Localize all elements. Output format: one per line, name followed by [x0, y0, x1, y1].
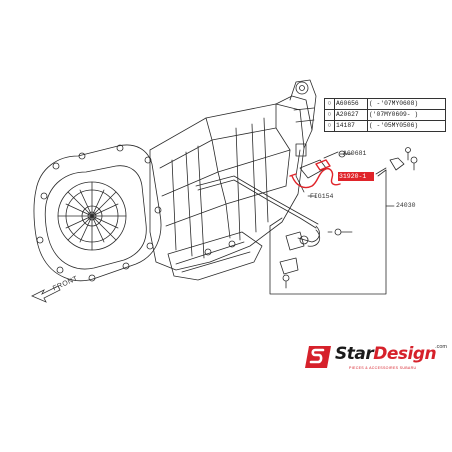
logo-tagline: PIECES & ACCESSOIRES SUBARU: [349, 366, 417, 370]
reference-note: ('07MY0609- ): [367, 109, 446, 121]
logo-tld: .com: [435, 344, 447, 350]
callout-24030: 24030: [396, 202, 416, 209]
reference-row: ○14187( -'05MY0506): [324, 120, 446, 132]
highlighted-part-box: [338, 172, 374, 181]
reference-part-number: 14187: [334, 120, 368, 132]
logo-mark-icon: [305, 346, 331, 368]
logo-text-design: Design: [373, 344, 437, 364]
highlighted-harness: [289, 159, 341, 189]
stardesign-logo: StarDesign .com PIECES & ACCESSOIRES SUB…: [303, 344, 451, 374]
reference-note: ( -'07MY0608): [367, 98, 446, 110]
callout-fig154: FIG154: [310, 193, 334, 200]
reference-bullet-icon: ○: [324, 98, 335, 110]
reference-part-number: A20627: [334, 109, 368, 121]
reference-table: ○A60656( -'07MY0608)○A20627('07MY0609- )…: [324, 98, 446, 132]
logo-text-star: Star: [335, 344, 374, 364]
reference-bullet-icon: ○: [324, 120, 335, 132]
front-arrow-icon: [31, 285, 61, 303]
reference-row: ○A20627('07MY0609- ): [324, 109, 446, 121]
logo-wordmark: StarDesign: [335, 344, 437, 364]
reference-row: ○A60656( -'07MY0608): [324, 98, 446, 110]
reference-part-number: A60656: [334, 98, 368, 110]
callout-a60681: A60681: [343, 150, 367, 157]
callout-highlighted-part: 31920-1: [339, 173, 367, 180]
reference-bullet-icon: ○: [324, 109, 335, 121]
reference-note: ( -'05MY0506): [367, 120, 446, 132]
